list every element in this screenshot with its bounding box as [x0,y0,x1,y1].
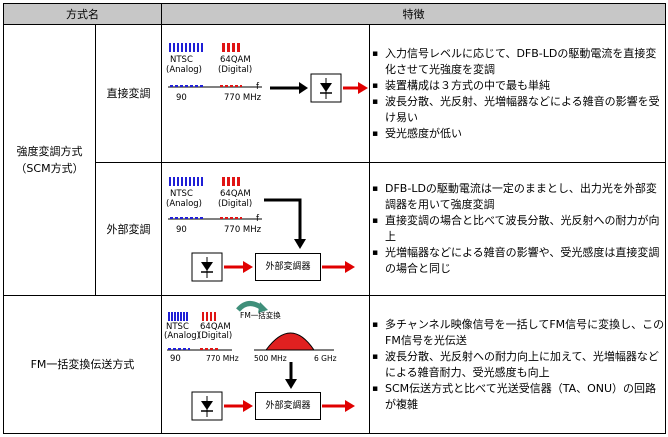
digital-label: (Digital) [218,199,253,209]
comparison-table: 方式名 特徴 強度変調方式 （SCM方式） 直接変調 [3,3,666,434]
freq-90-label: 90 [176,225,187,235]
direct-modulation-label: 直接変調 [95,24,162,163]
external-modulation-label: 外部変調 [95,162,162,296]
qam-label: 64QAM [220,189,251,199]
black-elbow-arrow [264,198,302,240]
analog-label: (Analog) [166,199,203,209]
fm-feature-1: 多チャンネル映像信号を一括してFM信号に変換し、このFM信号を光伝送 [370,317,665,349]
analog-label: (Analog) [166,65,203,75]
intensity-group-line2: （SCM方式） [15,162,84,175]
fm-method-label: FM一括変換伝送方式 [3,295,162,434]
external-modulator-box: 外部変調器 [255,392,321,420]
red-arrow-head [358,82,368,94]
axis-f-label: f [256,82,259,92]
freq-6ghz-label: 6 GHz [314,354,337,363]
axis-f-label: f [256,214,259,224]
qam-label: 64QAM [220,55,251,65]
direct-diagram-graphic [168,43,368,103]
qam-label: 64QAM [200,322,231,332]
intensity-modulation-label: 強度変調方式 （SCM方式） [3,24,96,296]
external-features: DFB-LDの駆動電流は一定のままとし、出力光を外部変調器を用いて強度変調 直接… [369,162,666,296]
external-feature-1: DFB-LDの駆動電流は一定のままとし、出力光を外部変調器を用いて強度変調 [370,181,665,213]
ntsc-bars [168,312,188,321]
freq-90-label: 90 [176,93,187,103]
external-feature-2: 直接変調の場合と比べて波長分散、光反射への耐力が向上 [370,213,665,245]
black-arrow-head [299,82,308,94]
digital-label: (Digital) [198,331,233,341]
direct-modulation-figure: NTSC (Analog) 64QAM (Digital) f 90 770 M… [161,24,370,163]
digital-label: (Digital) [218,65,253,75]
intensity-group-line1: 強度変調方式 [16,145,83,158]
external-feature-3: 光増幅器などによる雑音の影響や、受光感度は直接変調の場合と同じ [370,245,665,277]
fm-features: 多チャンネル映像信号を一括してFM信号に変換し、このFM信号を光伝送 波長分散、… [369,295,666,434]
direct-feature-4: 受光感度が低い [370,126,665,142]
fm-diagram-graphic [167,301,355,421]
freq-770-label: 770 MHz [224,225,262,235]
fm-feature-2: 波長分散、光反射への耐力向上に加えて、光増幅器などによる雑音耐力、受光感度も向上 [370,349,665,381]
ntsc-label: NTSC [170,55,193,65]
fm-feature-3: SCM伝送方式と比べて光送受信器（TA、ONU）の回路が複雑 [370,381,665,413]
ntsc-bars [169,177,203,186]
fm-convert-curved-arrow [236,301,264,312]
fm-spectrum-hump [265,332,315,351]
freq-770-label: 770 MHz [206,354,239,363]
freq-500-label: 500 MHz [254,354,287,363]
freq-90-label: 90 [170,354,181,364]
header-features: 特徴 [161,3,666,25]
external-modulation-figure: NTSC (Analog) 64QAM (Digital) f 90 770 M… [161,162,370,296]
ntsc-bars [169,43,203,52]
fm-figure: FM一括変換 NTSC (Analog) 64QAM (Digital) 90 … [161,295,370,434]
analog-label: (Analog) [164,331,201,341]
external-modulator-box: 外部変調器 [255,253,321,281]
freq-770-label: 770 MHz [224,93,262,103]
qam-bars [202,312,216,321]
qam-bars [222,177,240,186]
direct-feature-1: 入力信号レベルに応じて、DFB-LDの駆動電流を直接変化させて光強度を変調 [370,46,665,78]
direct-features: 入力信号レベルに応じて、DFB-LDの駆動電流を直接変化させて光強度を変調 装置… [369,24,666,163]
ntsc-label: NTSC [170,189,193,199]
header-method-name: 方式名 [3,3,162,25]
direct-feature-3: 波長分散、光反射、光増幅器などによる雑音の影響を受け易い [370,94,665,126]
qam-bars [222,43,240,52]
down-arrow [285,379,297,389]
direct-feature-2: 装置構成は３方式の中で最も単純 [370,78,665,94]
fm-convert-label: FM一括変換 [240,311,281,320]
external-diagram-graphic [168,177,355,282]
ntsc-label: NTSC [166,322,189,332]
